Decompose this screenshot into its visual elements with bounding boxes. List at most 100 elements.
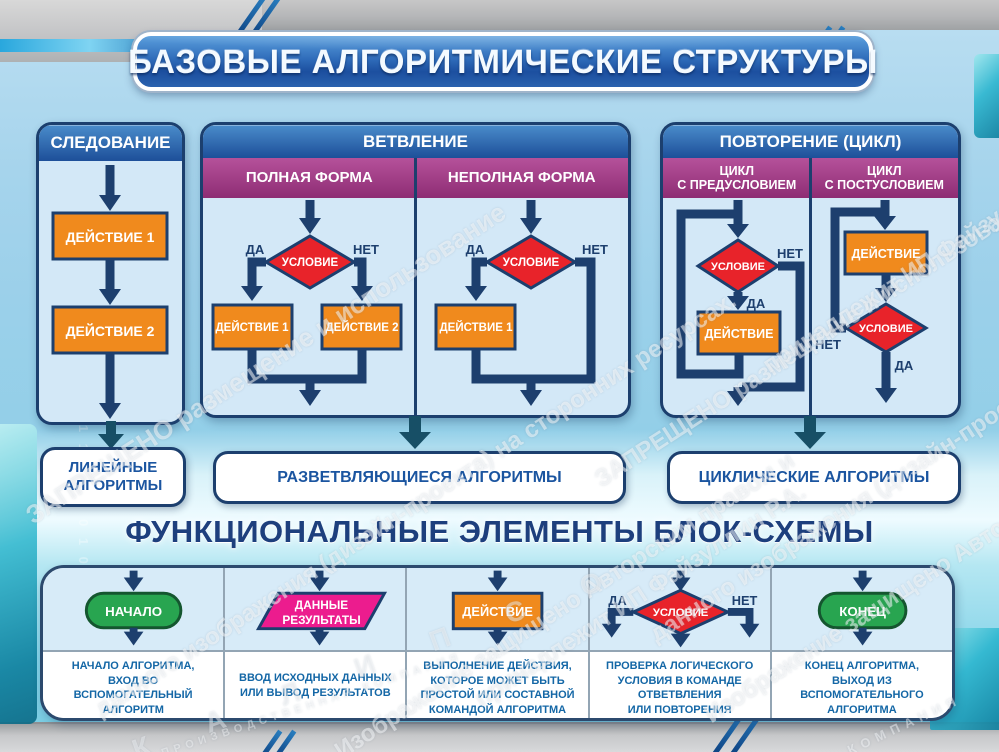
condition-label: УСЛОВИЕ [503, 257, 560, 269]
arrow-down-icon [488, 577, 508, 592]
bottom-gray-band [0, 722, 999, 752]
branching-body: ДА НЕТ УСЛОВИЕ ДЕЙСТВИЕ 1 ДЕЙСТВИЕ 2 Д [203, 158, 628, 415]
condition-diamond [263, 234, 357, 290]
action-shape: ДЕЙСТВИЕ [452, 570, 544, 646]
data-shape: ДАННЫЕ РЕЗУЛЬТАТЫ [256, 570, 388, 646]
condition-label: УСЛОВИЕ [859, 323, 913, 335]
loop-body: НЕТ УСЛОВИЕ ДА ДЕЙСТВИЕ ДЕЙСТВИЕ [663, 158, 958, 415]
arrow-down-icon [727, 224, 749, 238]
exit-arrow-icon [98, 421, 124, 449]
sequence-flowchart: ДЕЙСТВИЕ 1 ДЕЙСТВИЕ 2 [51, 165, 169, 419]
condition-label: УСЛОВИЕ [652, 607, 708, 619]
action-description: ВЫПОЛНЕНИЕ ДЕЙСТВИЯ, КОТОРОЕ МОЖЕТ БЫТЬ … [420, 660, 575, 716]
arrow-down-icon [852, 631, 873, 646]
arrow-down-icon [670, 577, 691, 592]
pre-loop-header: ЦИКЛ С ПРЕДУСЛОВИЕМ [663, 158, 811, 198]
partial-form-flowchart: ДА НЕТ УСЛОВИЕ ДЕЙСТВИЕ 1 [434, 200, 608, 406]
loop-back-line [676, 209, 744, 379]
panel-sequence-header: СЛЕДОВАНИЕ [39, 125, 182, 161]
flow-line [742, 261, 805, 392]
loop-back-line [830, 207, 882, 333]
yes-label: ДА [466, 242, 485, 257]
arrow-down-icon [309, 631, 330, 646]
condition-label: УСЛОВИЕ [282, 257, 339, 269]
arrow-down-icon [727, 391, 749, 406]
arrow-down-icon [852, 577, 873, 592]
element-shapes-row: НАЧАЛО ДАННЫЕ РЕЗУЛЬТАТЫ [43, 568, 952, 652]
panel-branching: ВЕТВЛЕНИЕ ПОЛНАЯ ФОРМА НЕПОЛНАЯ ФОРМА ДА… [200, 122, 631, 418]
condition-diamond [484, 234, 578, 290]
flow-line [607, 608, 633, 626]
condition-label: УСЛОВИЕ [711, 261, 765, 273]
arrow-down-icon [670, 633, 691, 648]
arrow-down-icon [465, 286, 487, 301]
arrow-down-icon [520, 218, 542, 234]
start-label: НАЧАЛО [105, 604, 162, 619]
no-label: НЕТ [731, 593, 757, 608]
post-condition-loop-flowchart: ДЕЙСТВИЕ НЕТ УСЛОВИЕ ДА [815, 200, 929, 403]
arrow-down-icon [601, 623, 622, 638]
functional-elements-panel: НАЧАЛО ДАННЫЕ РЕЗУЛЬТАТЫ [40, 565, 955, 721]
condition-shape: ДА НЕТ УСЛОВИЕ [601, 570, 759, 648]
arrow-down-icon [739, 623, 759, 638]
arrow-down-icon [99, 289, 121, 305]
panel-branching-header: ВЕТВЛЕНИЕ [203, 125, 628, 158]
arrow-down-icon [520, 390, 542, 406]
action1-label: ДЕЙСТВИЕ 1 [66, 228, 155, 245]
action1-label: ДЕЙСТВИЕ 1 [215, 321, 289, 334]
panel-loop: ПОВТОРЕНИЕ (ЦИКЛ) ЦИКЛ С ПРЕДУСЛОВИЕМ ЦИ… [660, 122, 961, 418]
teal-photo-strip [0, 424, 37, 724]
flow-line [247, 257, 266, 288]
full-form-header: ПОЛНАЯ ФОРМА [203, 158, 416, 198]
action-rectangle [452, 591, 544, 631]
poster-title: БАЗОВЫЕ АЛГОРИТМИЧЕСКИЕ СТРУКТУРЫ [128, 42, 878, 80]
result-linear-algorithms: ЛИНЕЙНЫЕ АЛГОРИТМЫ [40, 447, 186, 507]
yes-label: ДА [747, 296, 766, 311]
action1-box [51, 211, 169, 261]
arrow-down-icon [874, 216, 896, 230]
result-branching-algorithms: РАЗВЕТВЛЯЮЩИЕСЯ АЛГОРИТМЫ [213, 451, 626, 504]
condition-description: ПРОВЕРКА ЛОГИЧЕСКОГО УСЛОВИЯ В КОМАНДЕ О… [606, 660, 754, 716]
action2-label: ДЕЙСТВИЕ 2 [325, 321, 398, 334]
data-label-line2: РЕЗУЛЬТАТЫ [283, 613, 361, 627]
arrow-down-icon [99, 403, 121, 419]
exit-arrow-icon [794, 416, 826, 449]
partial-form-header: НЕПОЛНАЯ ФОРМА [415, 158, 628, 198]
element-action: ДЕЙСТВИЕ [407, 568, 590, 650]
yes-label: ДА [608, 593, 626, 608]
panel-sequence: СЛЕДОВАНИЕ ДЕЙСТВИЕ 1 ДЕЙСТВИЕ 2 [36, 122, 185, 425]
end-label: КОНЕЦ [839, 604, 886, 619]
post-loop-header: ЦИКЛ С ПОСТУСЛОВИЕМ [810, 158, 958, 198]
action2-label: ДЕЙСТВИЕ 2 [66, 322, 155, 339]
arrow-down-icon [875, 288, 897, 302]
pre-condition-loop-flowchart: НЕТ УСЛОВИЕ ДА ДЕЙСТВИЕ [676, 200, 805, 406]
data-description: ВВОД ИСХОДНЫХ ДАННЫХ ИЛИ ВЫВОД РЕЗУЛЬТАТ… [239, 672, 392, 699]
start-shape: НАЧАЛО [84, 570, 183, 646]
column-divider [809, 158, 812, 415]
action-label: ДЕЙСТВИЕ [852, 246, 921, 261]
result-cyclic-algorithms: ЦИКЛИЧЕСКИЕ АЛГОРИТМЫ [667, 451, 961, 504]
arrow-down-icon [727, 296, 749, 310]
panel-loop-header: ПОВТОРЕНИЕ (ЦИКЛ) [663, 125, 958, 158]
data-label-line1: ДАННЫЕ [295, 598, 349, 612]
full-form-flowchart: ДА НЕТ УСЛОВИЕ ДЕЙСТВИЕ 1 ДЕЙСТВИЕ 2 [211, 200, 403, 406]
data-parallelogram [256, 591, 388, 631]
element-start: НАЧАЛО [43, 568, 226, 650]
flow-line [727, 608, 754, 626]
no-label: НЕТ [582, 242, 608, 257]
condition-diamond [629, 588, 732, 636]
arrow-down-icon [351, 286, 373, 301]
section-title: ФУНКЦИОНАЛЬНЫЕ ЭЛЕМЕНТЫ БЛОК-СХЕМЫ [125, 514, 874, 549]
element-descriptions-row: НАЧАЛО АЛГОРИТМА, ВХОД ВО ВСПОМОГАТЕЛЬНЫ… [43, 652, 952, 718]
element-data: ДАННЫЕ РЕЗУЛЬТАТЫ [225, 568, 408, 650]
arrow-down-icon [488, 631, 508, 646]
arrow-down-icon [123, 631, 144, 646]
arrow-down-icon [241, 286, 263, 301]
yes-label: ДА [895, 358, 914, 373]
no-label: НЕТ [353, 242, 379, 257]
end-description: КОНЕЦ АЛГОРИТМА, ВЫХОД ИЗ ВСПОМОГАТЕЛЬНО… [800, 660, 924, 716]
action-label: ДЕЙСТВИЕ [463, 604, 534, 619]
arrow-down-icon [309, 577, 330, 592]
flow-line [471, 257, 487, 288]
